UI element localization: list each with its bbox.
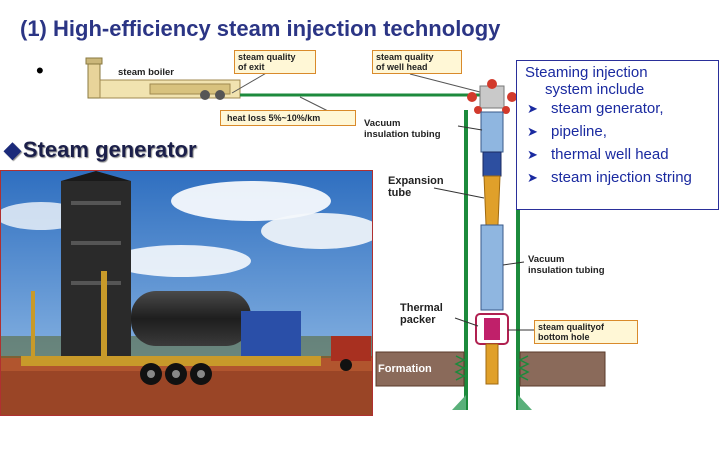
list-item: ➤ steam injection string — [523, 169, 712, 186]
expansion-tube-label: Expansion tube — [388, 175, 444, 199]
steam-boiler-graphic — [85, 57, 241, 100]
steam-generator-heading: ◆Steam generator — [4, 137, 197, 163]
steam-quality-exit-tag: steam quality of exit — [234, 50, 316, 74]
list-item-text: steam generator, — [551, 100, 664, 117]
steam-quality-bottom-tag: steam qualityof bottom hole — [534, 320, 638, 344]
info-box-intro-line2: system include — [545, 81, 645, 98]
label-line: packer — [400, 314, 436, 326]
label-line: Vacuum — [364, 118, 401, 129]
label-line: tube — [388, 187, 412, 199]
list-item: ➤ pipeline, — [523, 123, 712, 140]
list-item-text: pipeline, — [551, 123, 607, 140]
vacuum-insulation-tubing-label-top: Vacuum insulation tubing — [364, 118, 441, 140]
chevron-right-icon: ➤ — [527, 101, 538, 116]
label-line: insulation tubing — [364, 129, 441, 140]
formation-layer — [375, 351, 606, 387]
steam-boiler-label: steam boiler — [118, 67, 174, 78]
label-line: Thermal — [400, 302, 443, 314]
info-box-list: ➤ steam generator, ➤ pipeline, ➤ thermal we… — [523, 100, 712, 186]
injection-system-info-box: Steaming injection system include ➤ steam… — [516, 60, 719, 210]
label-line: Vacuum — [528, 254, 565, 265]
tag-line: steam quality — [238, 52, 296, 62]
vacuum-insulation-tubing-label-mid: Vacuum insulation tubing — [528, 254, 605, 276]
thermal-packer-label: Thermal packer — [400, 302, 443, 326]
chevron-right-icon: ➤ — [527, 170, 538, 185]
list-item: ➤ steam generator, — [523, 100, 712, 117]
tag-line: steam quality — [376, 52, 434, 62]
label-line: Expansion — [388, 175, 444, 187]
chevron-right-icon: ➤ — [527, 147, 538, 162]
list-item-text: thermal well head — [551, 146, 669, 163]
thermal-well-head — [467, 79, 517, 114]
tag-line: of exit — [238, 62, 265, 72]
diamond-icon: ◆ — [4, 137, 21, 162]
tag-line: bottom hole — [538, 332, 590, 342]
bullet-point: • — [36, 58, 44, 83]
heat-loss-tag: heat loss 5%~10%/km — [220, 110, 356, 126]
tag-line: of well head — [376, 62, 428, 72]
steam-generator-photo — [0, 170, 373, 416]
list-item-text: steam injection string — [551, 169, 692, 186]
info-box-intro: Steaming injection system include — [525, 64, 712, 98]
chevron-right-icon: ➤ — [527, 124, 538, 139]
info-box-intro-line1: Steaming injection — [525, 64, 648, 81]
steam-quality-well-head-tag: steam quality of well head — [372, 50, 462, 74]
steam-generator-heading-text: Steam generator — [22, 137, 197, 162]
list-item: ➤ thermal well head — [523, 146, 712, 163]
formation-label: Formation — [378, 363, 432, 375]
label-line: insulation tubing — [528, 265, 605, 276]
tag-line: steam qualityof — [538, 322, 605, 332]
page-title: (1) High-efficiency steam injection tech… — [20, 16, 501, 41]
